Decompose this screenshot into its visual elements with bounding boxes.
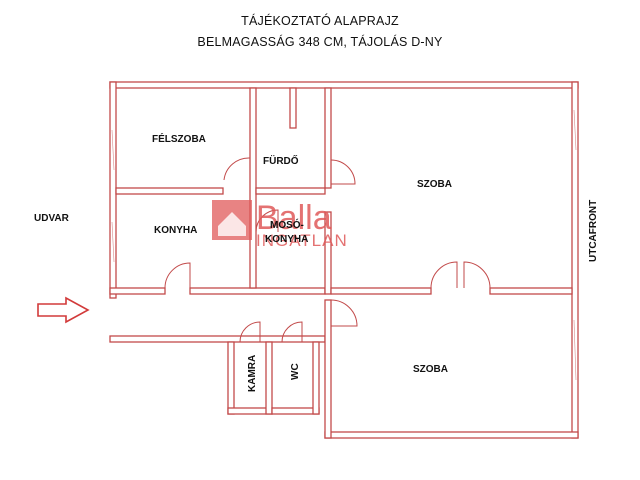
plan-subtitle: BELMAGASSÁG 348 CM, TÁJOLÁS D-NY — [197, 35, 443, 49]
room-furdo: FÜRDŐ — [263, 154, 299, 167]
walls — [109, 81, 579, 439]
room-moso-line1: MOSÓ- — [270, 218, 304, 231]
room-szoba-bottom: SZOBA — [413, 364, 448, 375]
windows — [111, 109, 577, 381]
plan-title: TÁJÉKOZTATÓ ALAPRAJZ — [241, 14, 399, 28]
label-utcafront: UTCAFRONT — [588, 200, 599, 262]
room-kamra: KAMRA — [247, 355, 258, 392]
room-konyha: KONYHA — [154, 225, 197, 236]
room-felszoba: FÉLSZOBA — [152, 132, 206, 145]
watermark-brand: Balla — [256, 199, 332, 237]
room-szoba-top: SZOBA — [417, 179, 452, 190]
label-udvar: UDVAR — [34, 213, 70, 224]
watermark-sub: INGATLAN — [256, 231, 348, 250]
room-moso-line2: KONYHA — [265, 234, 308, 245]
doors — [164, 157, 491, 343]
entry-arrow-icon — [37, 296, 90, 324]
watermark-logo: Balla INGATLAN — [212, 199, 348, 250]
room-wc: WC — [290, 363, 301, 380]
